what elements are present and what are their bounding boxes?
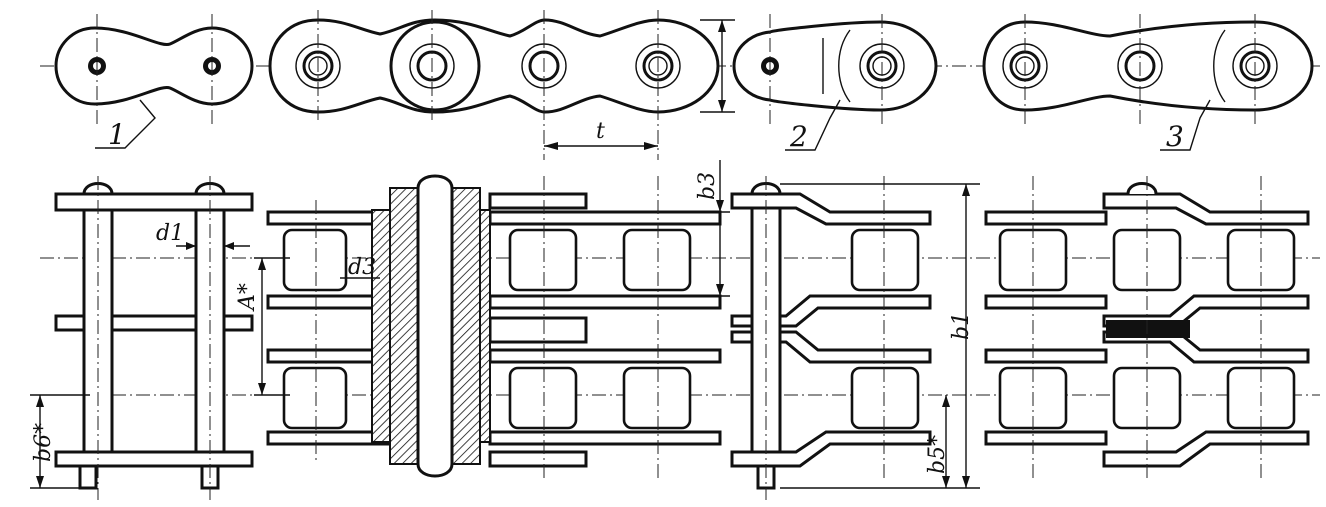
offset-chain-side-view (982, 14, 1314, 124)
connecting-link-side-view (54, 14, 254, 128)
callout-leaders (95, 99, 1211, 151)
standard-chain-sectioned-plan-view (254, 174, 722, 480)
bottom-row-plan-views: d1 b6* (30, 160, 1320, 500)
b3-dimension (700, 160, 730, 297)
offset-link-plan-view (730, 176, 932, 500)
offset-link-side-view (732, 14, 938, 124)
d1-label: d1 (156, 221, 184, 246)
offset-chain-plan-view (984, 176, 1310, 480)
b1-label: b1 (949, 312, 974, 340)
top-row-side-views: t 1 2 3 (40, 10, 1320, 160)
b6-label: b6* (31, 423, 56, 462)
pitch-label: t (596, 119, 605, 144)
b5-label: b5* (925, 435, 950, 474)
callout-1: 1 (108, 118, 126, 151)
d3-label: d3 (348, 255, 376, 280)
pitch-dimension: t (544, 119, 658, 150)
b3-label: b3 (695, 172, 720, 200)
callout-2: 2 (789, 120, 808, 153)
standard-chain-side-view (268, 10, 735, 160)
b1-b5-dimensions (780, 183, 980, 489)
callout-3: 3 (1166, 120, 1184, 153)
connecting-link-plan-view (30, 176, 254, 500)
a-label: A* (235, 283, 260, 312)
